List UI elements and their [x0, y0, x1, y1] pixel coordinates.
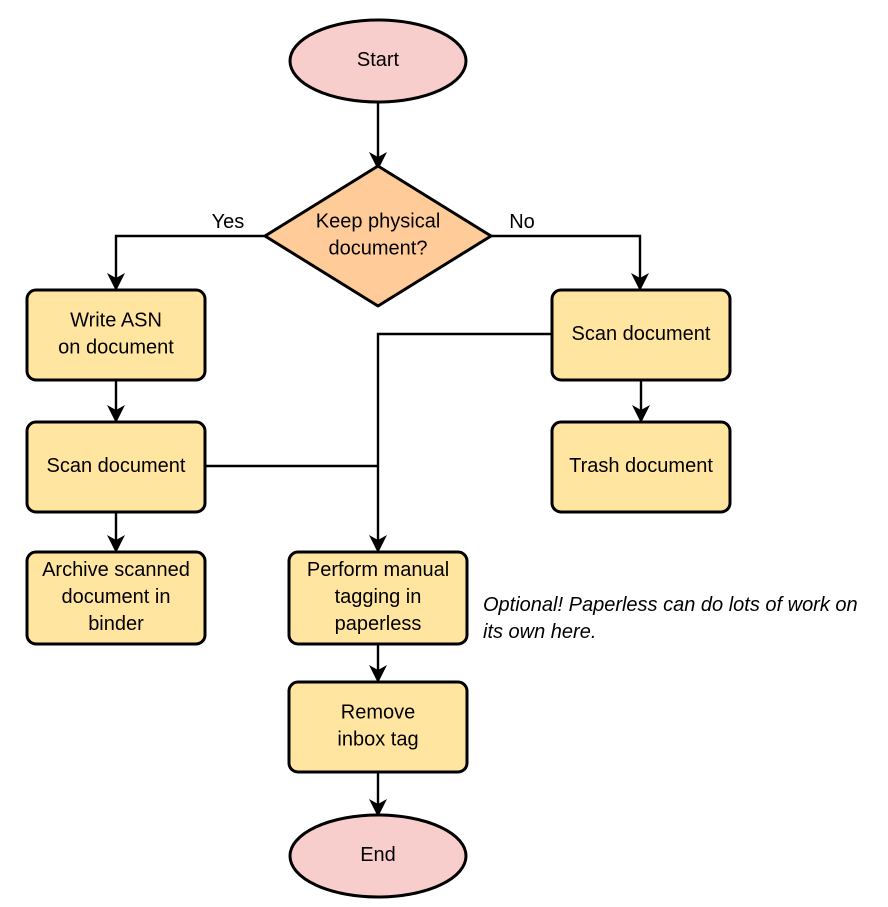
edge-arrowhead [632, 405, 650, 423]
node-label: Scan document [572, 323, 711, 345]
edge-arrowhead [631, 273, 649, 291]
edge-decision-yes-to-write-asn: Yes [107, 211, 265, 291]
annotation-line: Optional! Paperless can do lots of work … [483, 594, 858, 616]
edge-arrowhead [107, 535, 125, 553]
edge-decision-no-to-scan-document-right: No [491, 211, 649, 291]
edge-arrowhead [107, 273, 125, 291]
edge-label-yes: Yes [212, 211, 245, 233]
node-scan-document-left[interactable]: Scan document [25, 420, 207, 514]
edge-arrowhead [369, 152, 387, 170]
node-shape [25, 420, 207, 514]
node-perform-manual-tagging-in-paperless[interactable]: Perform manual tagging in paperless [287, 550, 469, 646]
annotation-optional-note: Optional! Paperless can do lots of work … [483, 594, 858, 643]
edges-layer: Yes No [107, 102, 650, 817]
node-shape [550, 420, 732, 514]
node-label-line: Scan document [47, 455, 186, 477]
edge-arrowhead [369, 665, 387, 683]
node-label: Perform manual tagging in paperless [307, 559, 449, 635]
edge-remove-inbox-tag-to-end [369, 772, 387, 817]
annotations-layer: Optional! Paperless can do lots of work … [483, 594, 858, 643]
node-label: Archive scanned document in binder [42, 559, 190, 635]
edge-arrowhead [369, 535, 387, 553]
node-keep-physical-document[interactable]: Keep physical document? [263, 164, 493, 308]
node-label: Start [357, 49, 400, 71]
edge-arrowhead [107, 405, 125, 423]
edge-scan-document-right-to-tagging [369, 332, 552, 553]
node-label-line: on document [58, 337, 174, 359]
node-label-line: document? [329, 238, 428, 260]
node-archive-scanned-document-in-binder[interactable]: Archive scanned document in binder [25, 550, 207, 646]
node-trash-document[interactable]: Trash document [550, 420, 732, 514]
node-remove-inbox-tag[interactable]: Remove inbox tag [287, 680, 469, 774]
node-label-line: Trash document [569, 455, 713, 477]
node-label: Trash document [569, 455, 713, 477]
node-label-line: Scan document [572, 323, 711, 345]
node-label: Scan document [47, 455, 186, 477]
node-label-line: Archive scanned [42, 559, 190, 581]
node-shape [550, 288, 732, 382]
node-label-line: paperless [335, 613, 422, 635]
node-label-line: Perform manual [307, 559, 449, 581]
node-label-line: Start [357, 49, 400, 71]
node-label: Write ASN on document [58, 310, 174, 359]
node-shape [263, 164, 493, 308]
edge-tagging-to-remove-inbox-tag [369, 644, 387, 683]
node-label: End [360, 844, 396, 866]
edge-line [114, 234, 265, 286]
node-shape [287, 680, 469, 774]
annotation-line: its own here. [483, 621, 596, 643]
node-shape [25, 288, 207, 382]
node-shape [288, 813, 468, 899]
node-write-asn-on-document[interactable]: Write ASN on document [25, 288, 207, 382]
edge-start-to-decision [369, 102, 387, 170]
edge-scan-document-left-to-archive [107, 512, 125, 553]
node-label-line: Remove [341, 702, 415, 724]
node-label-line: inbox tag [337, 729, 418, 751]
node-label: Keep physical document? [316, 211, 441, 260]
node-shape [25, 550, 207, 646]
edge-arrowhead [369, 799, 387, 817]
node-label-line: document in [62, 586, 171, 608]
edge-scan-document-right-to-trash [632, 380, 650, 423]
node-label-line: End [360, 844, 396, 866]
edge-line [491, 234, 642, 286]
node-label-line: tagging in [335, 586, 422, 608]
node-scan-document-right[interactable]: Scan document [550, 288, 732, 382]
node-shape [287, 550, 469, 646]
node-label-line: Write ASN [70, 310, 162, 332]
node-shape [288, 18, 468, 104]
node-label-line: binder [88, 613, 144, 635]
edge-label-no: No [509, 211, 535, 233]
node-label-line: Keep physical [316, 211, 441, 233]
node-end[interactable]: End [288, 813, 468, 899]
edge-write-asn-to-scan-document-left [107, 380, 125, 423]
node-start[interactable]: Start [288, 18, 468, 104]
node-label: Remove inbox tag [337, 702, 418, 751]
edge-line [376, 332, 552, 548]
